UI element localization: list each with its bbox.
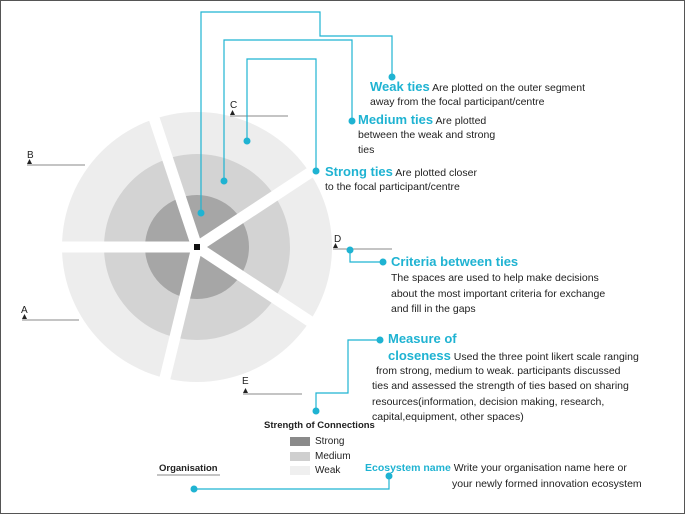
- leader-dots: [190, 73, 396, 493]
- ecosystem-body-1: Write your organisation name here or: [453, 462, 627, 474]
- closeness-title-1: Measure of: [388, 331, 457, 346]
- segment-label-e: E: [242, 376, 249, 387]
- closeness-body-2: from strong, medium to weak. participant…: [376, 365, 621, 377]
- divider-bottom: [158, 245, 203, 384]
- leader-lines: [194, 11, 393, 490]
- dot-icon: [346, 246, 354, 254]
- legend-swatch-strong: [290, 437, 310, 446]
- dot-icon: [312, 407, 320, 415]
- dot-icon: [243, 137, 251, 145]
- leader-weak: [200, 11, 393, 213]
- legend-swatch-weak: [290, 466, 310, 475]
- segment-label-a: A: [21, 305, 28, 316]
- legend-label-medium: Medium: [315, 451, 351, 462]
- leader-medium: [223, 39, 353, 181]
- segment-label-b: B: [27, 150, 34, 161]
- triangle-icon: [27, 159, 32, 164]
- dot-icon: [348, 117, 356, 125]
- ecosystem-body-2: your newly formed innovation ecosystem: [452, 478, 642, 490]
- leader-ecosystem: [194, 476, 390, 490]
- segment-label-d: D: [334, 234, 342, 245]
- leader-criteria: [349, 250, 382, 263]
- segment-label-lines: [22, 115, 392, 395]
- dot-icon: [379, 258, 387, 266]
- closeness-body-4: resources(information, decision making, …: [372, 396, 605, 408]
- strong-ties-body-1: Are plotted closer: [395, 167, 477, 179]
- triangle-icon: [243, 388, 248, 393]
- medium-ties-body-2: between the weak and strong: [358, 129, 496, 141]
- dot-icon: [312, 167, 320, 175]
- divider-top: [146, 110, 203, 249]
- criteria-title: Criteria between ties: [391, 254, 519, 269]
- legend-swatch-medium: [290, 452, 310, 461]
- ecosystem-title: Ecosystem name: [365, 462, 451, 474]
- segment-dividers: [62, 110, 318, 384]
- organisation-label: Organisation: [159, 463, 218, 474]
- legend-label-strong: Strong: [315, 436, 345, 447]
- legend-title: Strength of Connections: [264, 420, 375, 431]
- leader-closeness: [315, 339, 380, 410]
- weak-ties-body-2: away from the focal participant/centre: [370, 96, 545, 108]
- closeness-body-1: Used the three point likert scale rangin…: [453, 351, 639, 363]
- dot-icon: [376, 336, 384, 344]
- dot-icon: [385, 472, 393, 480]
- strong-ties-annotation: Strong ties Are plotted closer: [325, 164, 477, 181]
- segment-label-markers: [22, 110, 338, 393]
- divider-upper-right: [193, 165, 318, 252]
- criteria-body-3: and fill in the gaps: [391, 303, 476, 315]
- triangle-icon: [230, 110, 235, 115]
- medium-ties-body-1: Are plotted: [435, 115, 487, 127]
- closeness-body-3: ties and assessed the strength of ties b…: [372, 380, 629, 392]
- dot-icon: [197, 209, 205, 217]
- segment-label-c: C: [230, 100, 238, 111]
- closeness-title-2: closeness: [388, 348, 451, 363]
- divider-lower-right: [193, 242, 318, 329]
- strong-ties-body-2: to the focal participant/centre: [325, 181, 460, 193]
- legend-label-weak: Weak: [315, 465, 341, 476]
- focal-centre-square-icon: [194, 244, 200, 250]
- weak-ties-body-1: Are plotted on the outer segment: [432, 82, 586, 94]
- triangle-icon: [22, 314, 27, 319]
- strong-ties-title: Strong ties: [325, 164, 393, 179]
- ecosystem-annotation: Ecosystem name Write your organisation n…: [365, 461, 627, 476]
- criteria-body-1: The spaces are used to help make decisio…: [391, 272, 599, 284]
- dot-icon: [388, 73, 396, 81]
- medium-ties-title: Medium ties: [358, 112, 434, 127]
- criteria-body-2: about the most important criteria for ex…: [391, 288, 606, 300]
- dot-icon: [190, 485, 198, 493]
- closeness-line-1: closeness Used the three point likert sc…: [388, 348, 639, 365]
- triangle-icon: [333, 243, 338, 248]
- closeness-body-5: capital,equipment, other spaces): [372, 411, 524, 423]
- medium-ties-annotation: Medium ties Are plotted: [358, 112, 486, 129]
- medium-ties-body-3: ties: [358, 144, 375, 156]
- dot-icon: [220, 177, 228, 185]
- weak-ties-title: Weak ties: [370, 79, 430, 94]
- weak-ties-annotation: Weak ties Are plotted on the outer segme…: [370, 79, 585, 96]
- leader-strong: [246, 58, 317, 170]
